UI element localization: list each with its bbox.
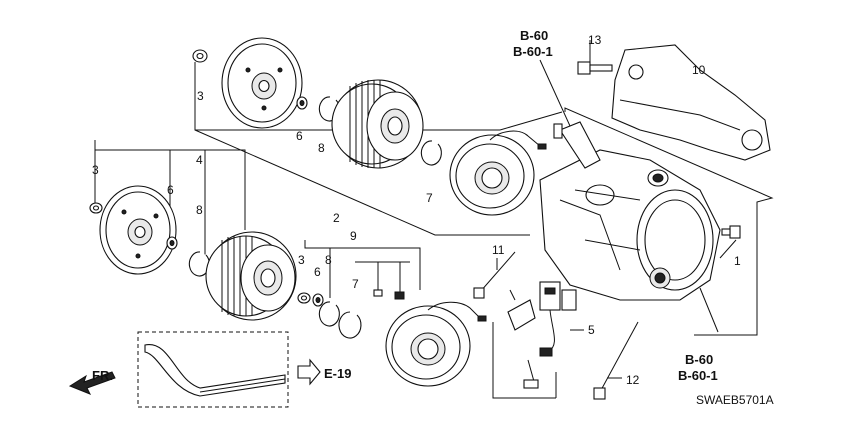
part-snap-ring-lower-mid-2 [338,311,362,339]
part-pressure-plate-lower [99,185,177,275]
belt-box [137,331,289,408]
part-bolt-1 [721,225,741,239]
part-nut-lower-left [89,202,103,214]
callout-1: 1 [734,254,741,268]
callout-8: 8 [318,141,325,155]
part-shim-upper [296,96,308,110]
callout-6: 6 [314,265,321,279]
callout-7: 7 [352,277,359,291]
callout-10: 10 [692,63,706,77]
callout-3: 3 [298,253,305,267]
part-belt [144,344,286,397]
cross-ref-belt[interactable]: E-19 [324,366,351,381]
part-pressure-plate-upper [221,37,303,129]
part-field-coil-lower [385,301,487,387]
part-snap-ring-lower-mid [318,301,340,327]
callout-5: 5 [588,323,595,337]
part-bolt-11 [473,251,516,299]
callout-2: 2 [333,211,340,225]
cross-ref-top-2[interactable]: B-60-1 [513,44,553,59]
leader-lines [94,40,774,399]
callout-7: 7 [426,191,433,205]
cross-ref-bottom-1[interactable]: B-60 [685,352,713,367]
callout-6: 6 [167,183,174,197]
callout-4: 4 [196,153,203,167]
part-bracket [611,44,771,161]
diagram-code: SWAEB5701A [696,393,774,407]
part-pulley-lower [205,231,297,321]
part-snap-ring-upper-2 [420,140,442,166]
part-connector-lower-mid [373,289,405,300]
part-bolt-12 [593,321,639,400]
part-shim-lower-mid [312,293,324,307]
part-pulley-upper [331,79,424,169]
callout-3: 3 [92,163,99,177]
part-nut-lower-mid [297,292,311,304]
belt-ref-arrow-icon [297,358,321,386]
part-bolt-13 [577,61,613,75]
part-field-coil-upper [449,130,547,216]
cross-ref-bottom-2[interactable]: B-60-1 [678,368,718,383]
cross-ref-top-1[interactable]: B-60 [520,28,548,43]
part-compressor [539,121,721,301]
callout-6: 6 [296,129,303,143]
callout-8: 8 [325,253,332,267]
direction-label: FR. [92,368,113,383]
part-shim-lower [166,236,178,250]
part-wiring-harness [507,281,577,389]
forward-arrow-icon [68,371,116,395]
callout-8: 8 [196,203,203,217]
callout-9: 9 [350,229,357,243]
callout-12: 12 [626,373,640,387]
callout-13: 13 [588,33,602,47]
part-nut-upper [192,49,208,63]
callout-11: 11 [492,243,505,257]
callout-3: 3 [197,89,204,103]
